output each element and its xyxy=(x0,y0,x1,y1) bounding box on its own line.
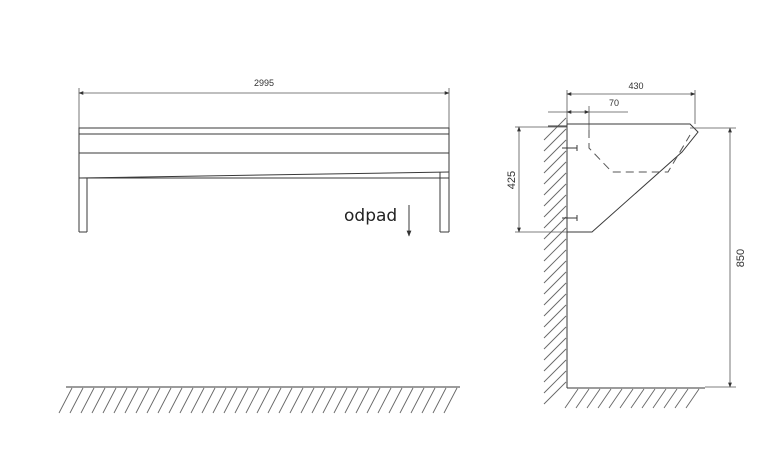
hatch-line xyxy=(190,387,205,414)
hatch-line xyxy=(278,387,293,414)
hatch-line xyxy=(421,387,436,414)
height-dimension-large-label: 850 xyxy=(735,249,747,267)
hatch-line xyxy=(355,387,370,414)
hatch-line xyxy=(543,326,567,350)
hatch-line xyxy=(543,172,567,196)
depth-dimension: 430 xyxy=(566,81,696,124)
hatch-line xyxy=(619,388,634,409)
side-view: 430 70 425 xyxy=(506,81,747,409)
hatch-line xyxy=(212,387,227,414)
hatch-line xyxy=(564,388,579,409)
hatch-line xyxy=(399,387,414,414)
height-dimension-small-label: 425 xyxy=(506,171,518,189)
hatch-line xyxy=(377,387,392,414)
hatch-line xyxy=(543,282,567,306)
hatch-line xyxy=(333,387,348,414)
hatch-line xyxy=(245,387,260,414)
hatch-line xyxy=(113,387,128,414)
hatch-line xyxy=(102,387,117,414)
hatch-line xyxy=(179,387,194,414)
hatch-line xyxy=(543,139,567,163)
hatch-line xyxy=(543,227,567,251)
hatch-line xyxy=(543,381,567,405)
hatch-line xyxy=(443,387,458,414)
hatch-line xyxy=(543,370,567,394)
hatch-line xyxy=(543,117,567,141)
hatch-line xyxy=(543,315,567,339)
hatch-line xyxy=(543,238,567,262)
wall-hatch xyxy=(543,117,705,409)
hatch-line xyxy=(344,387,359,414)
height-dimension-small: 425 xyxy=(506,126,567,233)
hatch-line xyxy=(135,387,150,414)
hatch-line xyxy=(223,387,238,414)
hatch-line xyxy=(410,387,425,414)
depth-dimension-label: 430 xyxy=(628,81,643,91)
hatch-line xyxy=(674,388,689,409)
hatch-line xyxy=(543,271,567,295)
hatch-line xyxy=(543,150,567,174)
hatch-line xyxy=(58,387,73,414)
floor-hatch xyxy=(58,386,460,414)
hatch-line xyxy=(201,387,216,414)
hatch-line xyxy=(124,387,139,414)
hatch-line xyxy=(322,387,337,414)
hatch-line xyxy=(597,388,612,409)
hatch-line xyxy=(366,387,381,414)
hatch-line xyxy=(146,387,161,414)
hatch-line xyxy=(80,387,95,414)
drain-label: odpad xyxy=(344,206,397,226)
hatch-line xyxy=(234,387,249,414)
hatch-line xyxy=(641,388,656,409)
hatch-line xyxy=(543,161,567,185)
front-view: 2995 odpad xyxy=(58,78,460,414)
trough-profile xyxy=(548,123,699,233)
hatch-line xyxy=(168,387,183,414)
hatch-line xyxy=(663,388,678,409)
hatch-line xyxy=(543,249,567,273)
hatch-line xyxy=(256,387,271,414)
offset-dimension-label: 70 xyxy=(609,98,619,108)
hatch-line xyxy=(543,194,567,218)
hatch-line xyxy=(630,388,645,409)
hatch-line xyxy=(311,387,326,414)
hatch-line xyxy=(388,387,403,414)
width-dimension: 2995 xyxy=(78,78,450,130)
hatch-line xyxy=(543,304,567,328)
hatch-line xyxy=(685,388,700,409)
hatch-line xyxy=(543,216,567,240)
hatch-line xyxy=(91,387,106,414)
hatch-line xyxy=(543,293,567,317)
hatch-line xyxy=(543,359,567,383)
hatch-line xyxy=(652,388,667,409)
hatch-line xyxy=(289,387,304,414)
height-dimension-large: 850 xyxy=(690,127,747,388)
hatch-line xyxy=(432,387,447,414)
hatch-line xyxy=(586,388,601,409)
hatch-line xyxy=(575,388,590,409)
hatch-line xyxy=(543,183,567,207)
hatch-line xyxy=(543,337,567,361)
hatch-line xyxy=(543,128,567,152)
offset-dimension: 70 xyxy=(548,98,628,130)
hatch-line xyxy=(608,388,623,409)
hatch-line xyxy=(543,348,567,372)
trough-front xyxy=(78,127,450,233)
hatch-line xyxy=(543,260,567,284)
hatch-line xyxy=(267,387,282,414)
hatch-line xyxy=(300,387,315,414)
hatch-line xyxy=(157,387,172,414)
width-dimension-label: 2995 xyxy=(254,78,274,88)
hatch-line xyxy=(543,205,567,229)
hatch-line xyxy=(69,387,84,414)
